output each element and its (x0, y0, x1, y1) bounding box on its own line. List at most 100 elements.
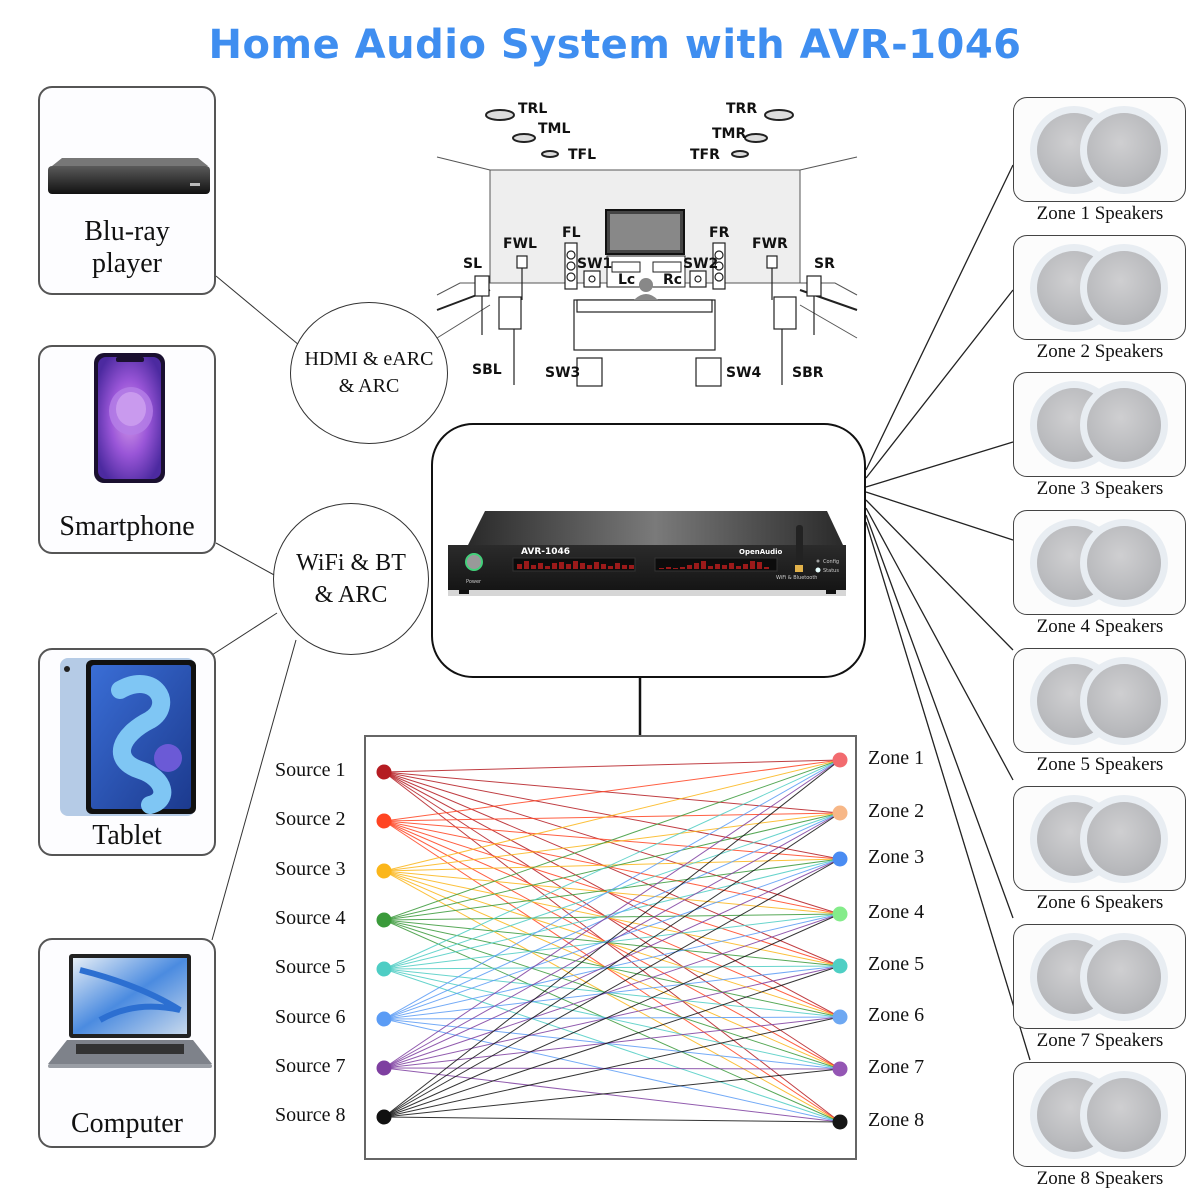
vu-bar (736, 566, 741, 569)
avr-to-zone-1-connector (865, 164, 1014, 471)
zone-label-6: Zone 6 (868, 1004, 925, 1026)
avr-to-zone-3-connector (865, 441, 1014, 488)
hdmi-earc-arc-bubble: HDMI & eARC & ARC (290, 302, 448, 444)
zone-5-speakers-box[interactable] (1013, 648, 1186, 753)
connector-smartphone (215, 542, 277, 577)
avr-to-zone-8-connector (865, 521, 1031, 1061)
vu-bar (722, 565, 727, 569)
zone-2-speakers-caption: Zone 2 Speakers (1036, 341, 1164, 362)
config-led (816, 559, 820, 563)
wifi-bt-arc-bubble: WiFi & BT & ARC (273, 503, 429, 655)
ceiling-speaker-icon (1080, 519, 1168, 607)
zone-6-speakers-caption: Zone 6 Speakers (1036, 892, 1164, 913)
zone-1-speakers-box[interactable] (1013, 97, 1186, 202)
ceiling-speaker-icon (1080, 933, 1168, 1021)
zone-4-speakers-caption: Zone 4 Speakers (1036, 616, 1164, 637)
vu-bar (629, 565, 634, 569)
vu-bar (517, 564, 522, 569)
zone-3-speakers-caption: Zone 3 Speakers (1036, 478, 1164, 499)
ceiling-speaker-icon (1080, 1071, 1168, 1159)
laptop-icon (48, 954, 212, 1068)
speaker-grill (1087, 388, 1161, 462)
power-button[interactable] (465, 553, 483, 571)
power-label: Power (466, 579, 482, 585)
source-label-5: Source 5 (275, 956, 346, 978)
vu-bar (673, 568, 678, 569)
device-label-bluray-line2: player (92, 248, 162, 279)
zone-8-speakers-box[interactable] (1013, 1062, 1186, 1167)
device-bluray[interactable]: Blu-ray player (38, 86, 216, 295)
device-label-computer: Computer (71, 1108, 183, 1139)
zone-label-5: Zone 5 (868, 953, 925, 975)
source-label-3: Source 3 (275, 858, 346, 880)
status-led (815, 567, 821, 573)
tablet-icon (60, 658, 196, 816)
vu-bar (545, 566, 550, 569)
hdmi-bubble-line2: & ARC (338, 375, 400, 397)
zone-4-speakers-box[interactable] (1013, 510, 1186, 615)
zone-7-speakers-caption: Zone 7 Speakers (1036, 1030, 1164, 1051)
vu-bar (580, 563, 585, 569)
vu-bar (552, 563, 557, 569)
avr-brand-label: OpenAudio (739, 548, 783, 556)
zone-6-speakers-box[interactable] (1013, 786, 1186, 891)
avr-to-zone-2-connector (865, 289, 1014, 479)
vu-bar (594, 562, 599, 569)
connector-tablet (211, 612, 278, 656)
vu-bar (701, 561, 706, 569)
zone-5-speakers-caption: Zone 5 Speakers (1036, 754, 1164, 775)
zone-2-speakers-box[interactable] (1013, 235, 1186, 340)
device-tablet[interactable]: Tablet (38, 648, 216, 856)
vu-bar (694, 563, 699, 569)
routing-matrix-frame (364, 735, 857, 1160)
vu-bar (538, 563, 543, 569)
speaker-grill (1087, 251, 1161, 325)
device-label-tablet: Tablet (92, 820, 162, 851)
ceiling-speaker-icon (1080, 106, 1168, 194)
avr-unit-panel[interactable]: AVR-1046 OpenAudio Power WiFi & Bluetoot… (431, 423, 866, 678)
ceiling-speaker-icon (1080, 795, 1168, 883)
zone-3-speakers-box[interactable] (1013, 372, 1186, 477)
hdmi-bubble-line1: HDMI & eARC (304, 348, 434, 370)
vu-bar (687, 565, 692, 569)
vu-bar (559, 562, 564, 569)
vu-bar (622, 565, 627, 569)
connector-bluray (215, 275, 306, 351)
vu-bar (615, 563, 620, 569)
status-label: Status (823, 568, 839, 574)
antenna-icon (796, 525, 803, 567)
device-computer[interactable]: Computer (38, 938, 216, 1148)
ceiling-speaker-icon (1080, 244, 1168, 332)
connector-computer (211, 639, 297, 941)
vu-bar (601, 564, 606, 569)
avr-to-zone-7-connector (865, 514, 1014, 919)
zone-7-speakers-box[interactable] (1013, 924, 1186, 1029)
vu-bar (750, 561, 755, 569)
device-smartphone[interactable]: Smartphone (38, 345, 216, 554)
source-label-6: Source 6 (275, 1006, 346, 1028)
vu-bar (729, 563, 734, 569)
speaker-grill (1087, 802, 1161, 876)
device-label-smartphone: Smartphone (59, 511, 195, 542)
zone-label-1: Zone 1 (868, 747, 925, 769)
wifi-bluetooth-label: WiFi & Bluetooth (776, 575, 817, 581)
zone-label-7: Zone 7 (868, 1056, 925, 1078)
zone-label-8: Zone 8 (868, 1109, 925, 1131)
avr-to-zone-6-connector (865, 507, 1014, 781)
zone-label-2: Zone 2 (868, 800, 925, 822)
config-label: Config (823, 559, 839, 565)
vu-bar (531, 565, 536, 569)
avr-to-zone-4-connector (865, 491, 1014, 541)
vu-bar (680, 567, 685, 569)
avr-receiver-image: AVR-1046 OpenAudio Power WiFi & Bluetoot… (448, 511, 846, 596)
speaker-grill (1087, 664, 1161, 738)
vu-bar (666, 567, 671, 569)
source-label-2: Source 2 (275, 808, 346, 830)
vu-bar (708, 566, 713, 569)
vu-bar (524, 561, 529, 569)
device-label-bluray-line1: Blu-ray (84, 216, 170, 247)
wifi-bubble-line1: WiFi & BT (296, 550, 406, 576)
vu-bar (566, 564, 571, 569)
speaker-grill (1087, 526, 1161, 600)
vu-bar (608, 566, 613, 569)
